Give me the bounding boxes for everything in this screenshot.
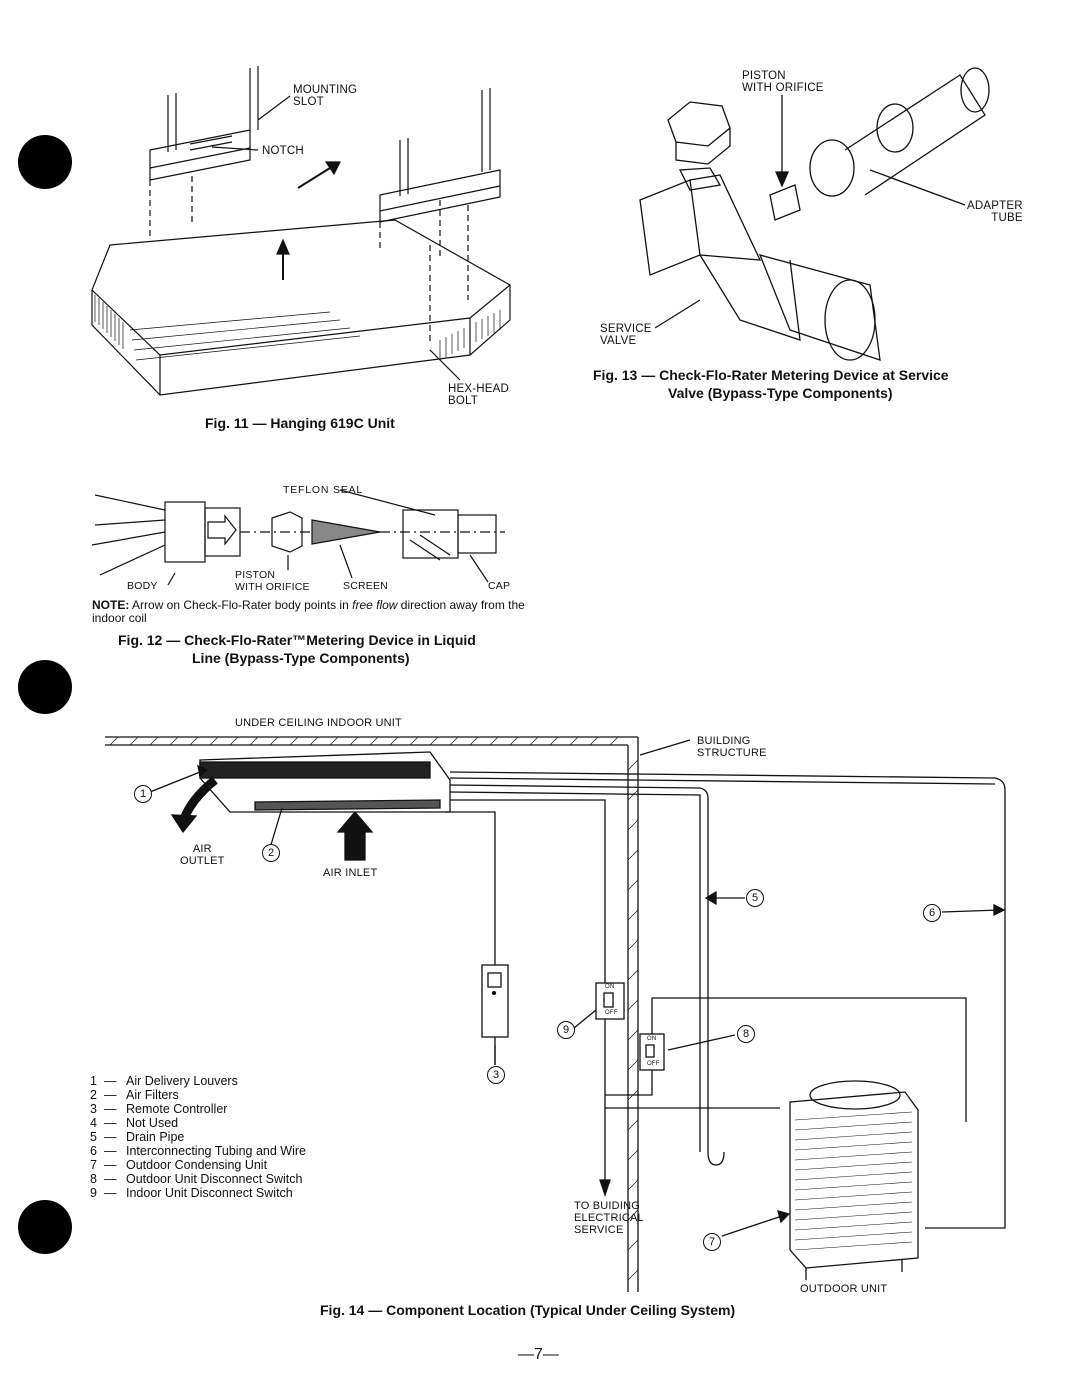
- fig11-label-notch: NOTCH: [262, 145, 304, 157]
- fig12-label-piston: PISTON WITH ORIFICE: [235, 569, 310, 593]
- legend-num: 1: [90, 1074, 97, 1088]
- legend-text: Air Delivery Louvers: [126, 1074, 238, 1088]
- legend-text: Air Filters: [126, 1088, 179, 1102]
- legend-item: 6 — Interconnecting Tubing and Wire: [90, 1144, 306, 1158]
- fig12-label-cap: CAP: [488, 580, 511, 592]
- fig13-label-piston: PISTON WITH ORIFICE: [742, 70, 824, 94]
- fig14-label-building: BUILDING STRUCTURE: [697, 735, 767, 759]
- callout-6: 6: [923, 904, 941, 922]
- legend-dash: —: [104, 1102, 117, 1116]
- note-italic: free flow: [352, 598, 398, 612]
- legend-dash: —: [104, 1116, 117, 1130]
- fig12-caption-line1: Fig. 12 — Check-Flo-Rater™Metering Devic…: [118, 632, 476, 648]
- legend-num: 8: [90, 1172, 97, 1186]
- binder-hole-middle: [18, 660, 72, 714]
- legend-num: 4: [90, 1116, 97, 1130]
- fig14-label-outdoor-unit: OUTDOOR UNIT: [800, 1283, 888, 1295]
- fig11-label-hex-head-bolt: HEX-HEAD BOLT: [448, 383, 510, 407]
- legend-num: 5: [90, 1130, 97, 1144]
- fig13-caption-line1: Fig. 13 — Check-Flo-Rater Metering Devic…: [593, 367, 949, 383]
- callout-8: 8: [737, 1025, 755, 1043]
- fig12-label-screen: SCREEN: [343, 580, 388, 592]
- fig14-label-under-ceiling: UNDER CEILING INDOOR UNIT: [235, 717, 402, 729]
- fig12-note: NOTE: Arrow on Check-Flo-Rater body poin…: [92, 599, 542, 625]
- note-text-1: Arrow on Check-Flo-Rater body points in: [129, 598, 353, 612]
- legend-text: Drain Pipe: [126, 1130, 185, 1144]
- legend-text: Outdoor Condensing Unit: [126, 1158, 268, 1172]
- fig14-label-air-inlet: AIR INLET: [323, 867, 378, 879]
- page-number: —7—: [518, 1346, 559, 1363]
- fig13-label-service-valve: SERVICE VALVE: [600, 323, 652, 347]
- legend-dash: —: [104, 1186, 117, 1200]
- fig14-legend: 1 — Air Delivery Louvers 2 — Air Filters 3 — R…: [90, 1074, 306, 1200]
- legend-item: 4 — Not Used: [90, 1116, 306, 1130]
- legend-dash: —: [104, 1144, 117, 1158]
- legend-num: 6: [90, 1144, 97, 1158]
- fig11-caption: Fig. 11 — Hanging 619C Unit: [205, 415, 395, 431]
- fig12-label-body: BODY: [127, 580, 158, 592]
- legend-num: 9: [90, 1186, 97, 1200]
- callout-2: 2: [262, 844, 280, 862]
- legend-num: 3: [90, 1102, 97, 1116]
- binder-hole-bottom: [18, 1200, 72, 1254]
- callout-5: 5: [746, 889, 764, 907]
- legend-text: Outdoor Unit Disconnect Switch: [126, 1172, 303, 1186]
- legend-dash: —: [104, 1074, 117, 1088]
- legend-item: 3 — Remote Controller: [90, 1102, 306, 1116]
- legend-text: Interconnecting Tubing and Wire: [126, 1144, 306, 1158]
- switch8-on-label: ON: [647, 1036, 657, 1042]
- binder-hole-top: [18, 135, 72, 189]
- legend-num: 7: [90, 1158, 97, 1172]
- fig13-label-adapter: ADAPTER TUBE: [967, 200, 1023, 224]
- legend-dash: —: [104, 1088, 117, 1102]
- legend-item: 7 — Outdoor Condensing Unit: [90, 1158, 306, 1172]
- legend-num: 2: [90, 1088, 97, 1102]
- note-prefix: NOTE:: [92, 598, 130, 612]
- fig12-caption-line2: Line (Bypass-Type Components): [192, 650, 410, 666]
- fig14-caption: Fig. 14 — Component Location (Typical Un…: [320, 1302, 736, 1318]
- legend-item: 9 — Indoor Unit Disconnect Switch: [90, 1186, 306, 1200]
- note-text-2: direction away from the indoor coil: [92, 598, 525, 625]
- fig12-label-teflon-seal: TEFLON SEAL: [283, 484, 363, 496]
- legend-item: 2 — Air Filters: [90, 1088, 306, 1102]
- fig14-label-to-building: TO BUIDING ELECTRICAL SERVICE: [574, 1200, 644, 1236]
- legend-dash: —: [104, 1130, 117, 1144]
- fig13-caption-line2: Valve (Bypass-Type Components): [668, 385, 893, 401]
- legend-text: Indoor Unit Disconnect Switch: [126, 1186, 293, 1200]
- legend-dash: —: [104, 1158, 117, 1172]
- legend-item: 1 — Air Delivery Louvers: [90, 1074, 306, 1088]
- legend-item: 8 — Outdoor Unit Disconnect Switch: [90, 1172, 306, 1186]
- fig14-label-air-outlet: AIR OUTLET: [180, 843, 225, 867]
- callout-9: 9: [557, 1021, 575, 1039]
- callout-7: 7: [703, 1233, 721, 1251]
- fig11-label-mounting-slot: MOUNTING SLOT: [293, 84, 358, 108]
- legend-item: 5 — Drain Pipe: [90, 1130, 306, 1144]
- legend-text: Not Used: [126, 1116, 179, 1130]
- callout-1: 1: [134, 785, 152, 803]
- callout-3: 3: [487, 1066, 505, 1084]
- switch9-on-label: ON: [605, 984, 615, 990]
- switch9-off-label: OFF: [605, 1010, 618, 1016]
- switch8-off-label: OFF: [647, 1061, 660, 1067]
- legend-dash: —: [104, 1172, 117, 1186]
- legend-text: Remote Controller: [126, 1102, 228, 1116]
